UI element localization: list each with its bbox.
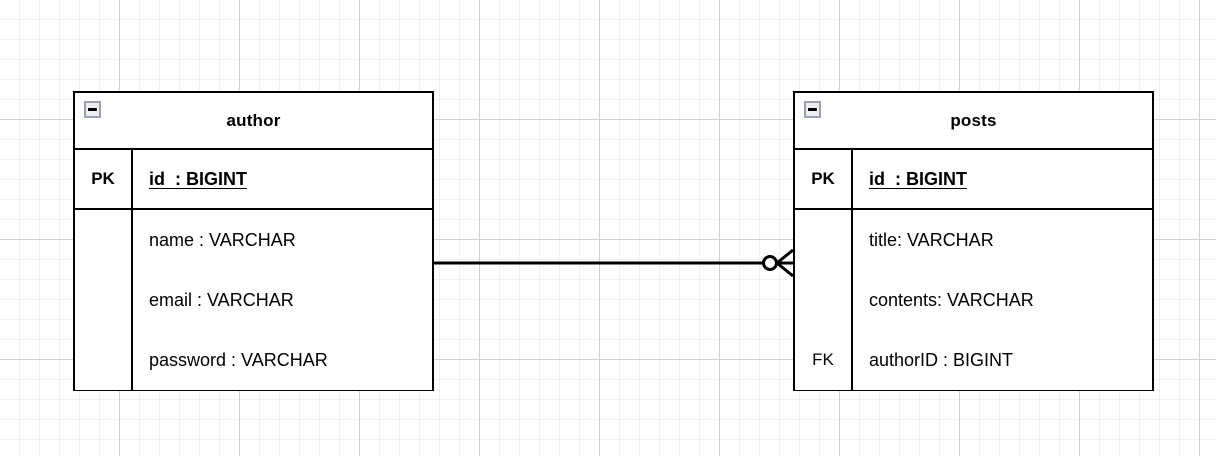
row-attribute-label: email : VARCHAR <box>131 270 432 330</box>
row-attribute-label: title: VARCHAR <box>851 210 1152 270</box>
row-key-label <box>795 210 851 270</box>
minus-icon[interactable] <box>84 101 101 118</box>
table-row[interactable]: title: VARCHAR <box>795 210 1152 270</box>
entity-posts[interactable]: posts PK id : BIGINT title: VARCHAR cont… <box>793 91 1154 391</box>
row-attribute-label: password : VARCHAR <box>131 330 432 390</box>
minus-icon[interactable] <box>804 101 821 118</box>
table-row[interactable]: password : VARCHAR <box>75 330 432 390</box>
row-key-label: PK <box>811 169 835 188</box>
table-row[interactable]: PK id : BIGINT <box>795 150 1152 210</box>
entity-posts-title: posts <box>950 110 997 130</box>
crows-foot-upper <box>776 248 794 265</box>
row-key-label <box>75 270 131 330</box>
table-row[interactable]: contents: VARCHAR <box>795 270 1152 330</box>
table-row[interactable]: name : VARCHAR <box>75 210 432 270</box>
table-row[interactable]: email : VARCHAR <box>75 270 432 330</box>
row-key-label <box>75 210 131 270</box>
cardinality-zero-circle <box>762 255 778 271</box>
row-attribute-label: authorID : BIGINT <box>851 330 1152 390</box>
row-attribute-label: id : BIGINT <box>851 150 1152 208</box>
table-row[interactable]: PK id : BIGINT <box>75 150 432 210</box>
table-row[interactable]: FK authorID : BIGINT <box>795 330 1152 390</box>
row-key-label <box>795 270 851 330</box>
entity-posts-header[interactable]: posts <box>795 93 1152 150</box>
row-key-label: PK <box>91 169 115 188</box>
row-attribute-label: contents: VARCHAR <box>851 270 1152 330</box>
entity-author-rows: PK id : BIGINT name : VARCHAR email : VA… <box>75 150 432 390</box>
row-attribute-label: id : BIGINT <box>131 150 432 208</box>
entity-posts-rows: PK id : BIGINT title: VARCHAR contents: … <box>795 150 1152 390</box>
crows-foot-lower <box>776 261 794 278</box>
entity-author-header[interactable]: author <box>75 93 432 150</box>
row-key-label <box>75 330 131 390</box>
entity-author-title: author <box>226 110 281 130</box>
entity-author[interactable]: author PK id : BIGINT name : VARCHAR ema… <box>73 91 434 391</box>
row-key-label: FK <box>812 350 834 369</box>
row-attribute-label: name : VARCHAR <box>131 210 432 270</box>
